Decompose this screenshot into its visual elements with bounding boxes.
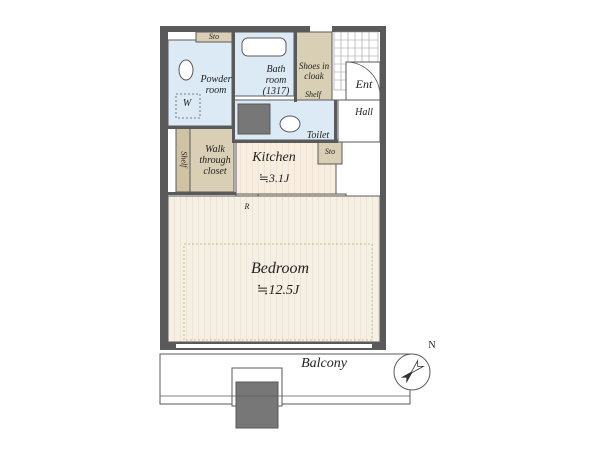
kitchen-label: Kitchen <box>252 150 296 165</box>
outer-wall-left <box>160 26 168 346</box>
shelf-upper-label: Shelf <box>305 90 321 99</box>
ent-label: Ent <box>355 77 373 91</box>
outer-wall-right <box>380 26 386 346</box>
hall-floor <box>337 99 381 143</box>
walk-through-closet-label: Walk through closet <box>199 144 231 177</box>
outer-wall-top <box>160 26 310 32</box>
balcony-area <box>159 353 411 429</box>
shoes-cloak-box <box>295 31 333 101</box>
toilet-tank <box>237 103 271 135</box>
toilet-icon <box>279 115 301 133</box>
shoes-in-cloak-label: Shoes in cloak <box>298 61 330 81</box>
powder-room-label: Powder room <box>200 74 232 96</box>
outer-wall-top-right <box>332 26 386 32</box>
balcony-label: Balcony <box>301 356 347 371</box>
powder-sink-icon <box>178 59 194 81</box>
bedroom-dashed-outline <box>183 243 373 341</box>
washer-label: W <box>182 98 192 109</box>
compass-north-label: N <box>428 340 436 351</box>
interior-walls <box>168 32 338 195</box>
compass-icon <box>393 353 431 391</box>
bedroom-floor <box>167 195 381 343</box>
sto-top-label: Sto <box>208 32 220 41</box>
outdoor-unit-icon <box>235 381 279 429</box>
bath-room-label: Bath room (1317) <box>262 64 290 97</box>
toilet-label: Toilet <box>306 130 330 141</box>
hall-label: Hall <box>355 107 373 118</box>
bedroom-area-label: ≒12.5J <box>256 283 300 298</box>
bedroom-label: Bedroom <box>250 260 310 277</box>
refrigerator-label: R <box>244 202 250 211</box>
washer-box <box>175 93 201 119</box>
sto-kitchen-label: Sto <box>324 147 336 156</box>
bathtub-icon <box>241 37 287 57</box>
closet-shelf-label: Shelf <box>179 151 189 168</box>
kitchen-area-label: ≒3.1J <box>258 171 290 185</box>
